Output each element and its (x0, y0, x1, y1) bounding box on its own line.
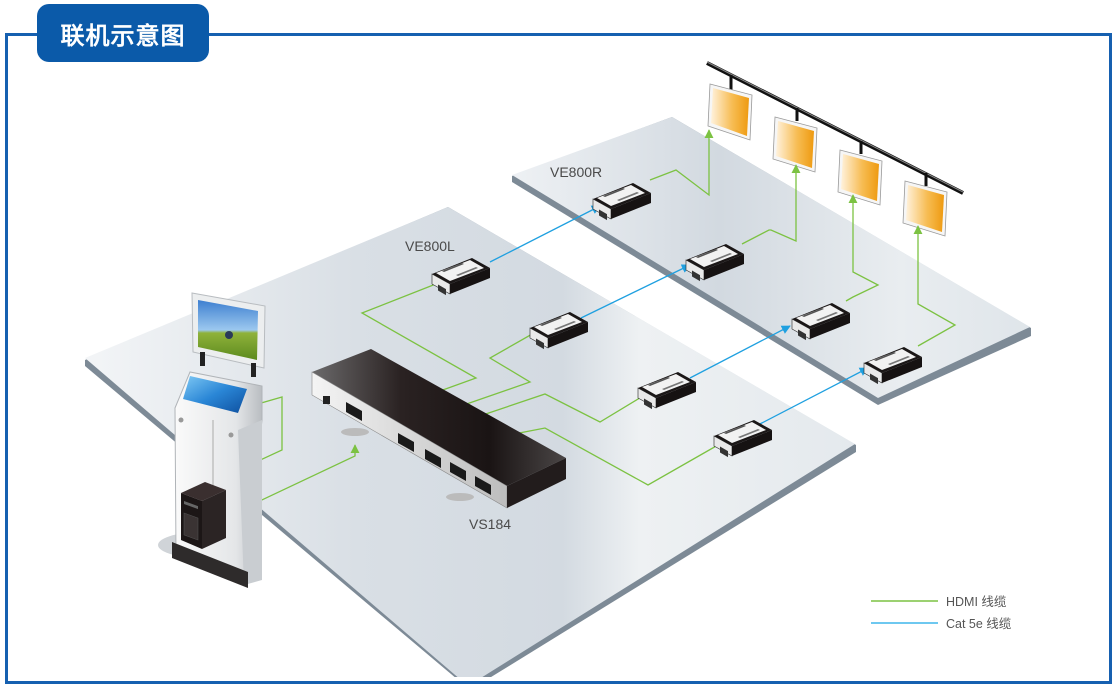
display-panel (837, 141, 883, 206)
kiosk (158, 292, 266, 588)
cat5e-cable-1 (489, 205, 601, 263)
cat5e-cable-2 (580, 264, 691, 319)
signage-screen (198, 300, 258, 360)
hdmi-cable-receiver-4 (913, 225, 957, 347)
display-panel (902, 173, 948, 237)
ceiling-rail (706, 61, 964, 195)
hdmi-cable-pc-to-switch (227, 444, 360, 517)
diagram-frame (5, 33, 1112, 684)
cat5e-cable-4 (757, 367, 869, 426)
cat5e-cables (489, 205, 869, 426)
legend-cat5e-label: Cat 5e 线缆 (946, 617, 1012, 631)
hdmi-output-port-icon (425, 449, 441, 468)
touch-screen (183, 376, 247, 413)
cat5e-cable-3 (689, 325, 791, 379)
hdmi-cable-receiver-1 (649, 129, 714, 197)
vs184-label: VS184 (469, 516, 511, 532)
power-jack-icon (323, 396, 330, 404)
hdmi-cable-receiver-3 (845, 194, 880, 302)
legend: HDMI 线缆 Cat 5e 线缆 (871, 595, 1012, 631)
display-panel (772, 108, 818, 173)
hdmi-input-port-icon (346, 402, 362, 421)
diagram-title: 联机示意图 (37, 4, 209, 62)
ve800r-label: VE800R (550, 164, 602, 180)
display-panel (707, 75, 753, 141)
hdmi-output-port-icon (398, 433, 414, 452)
vs184-splitter (311, 349, 566, 509)
hdmi-cable-receiver-2 (741, 164, 801, 245)
hdmi-output-port-icon (450, 462, 466, 481)
ve800l-label: VE800L (405, 238, 455, 254)
hdmi-output-port-icon (475, 476, 491, 495)
legend-hdmi-label: HDMI 线缆 (946, 595, 1007, 609)
